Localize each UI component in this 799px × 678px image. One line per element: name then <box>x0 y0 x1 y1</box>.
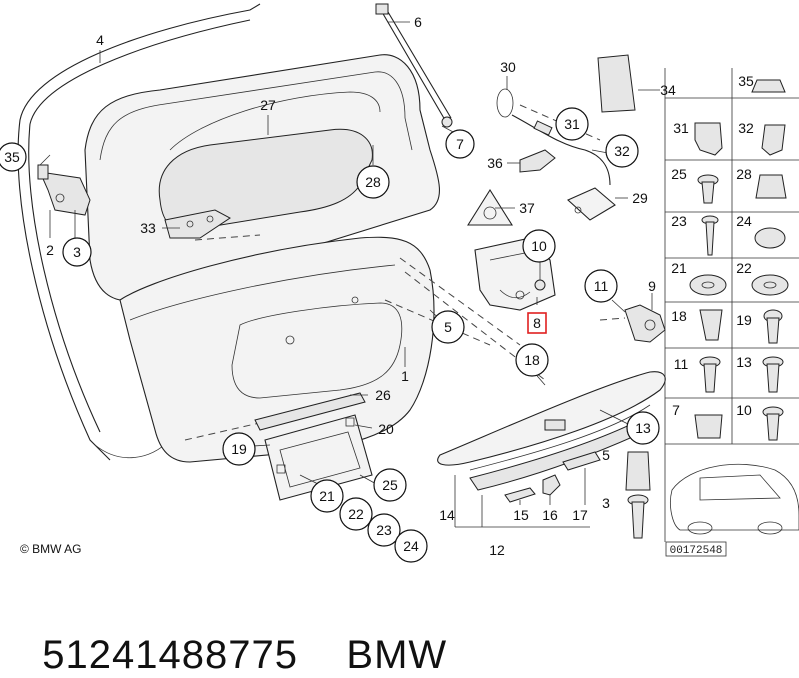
tailgate-seal <box>17 3 261 461</box>
warning-label-37 <box>467 188 513 226</box>
callout-33[interactable]: 33 <box>140 220 156 236</box>
svg-text:8: 8 <box>533 315 541 331</box>
bracket-33 <box>164 209 231 239</box>
gas-strut <box>375 3 453 128</box>
callout-34[interactable]: 34 <box>660 82 676 98</box>
part-17 <box>562 451 601 471</box>
svg-text:24: 24 <box>403 538 419 554</box>
svg-text:25: 25 <box>382 477 398 493</box>
grid-label-13: 13 <box>736 354 752 370</box>
callout-22[interactable]: 22 <box>339 497 373 531</box>
svg-text:28: 28 <box>365 174 381 190</box>
callout-1[interactable]: 1 <box>401 368 409 384</box>
callout-35[interactable]: 35 <box>0 142 27 172</box>
grid-label-19: 19 <box>736 312 752 328</box>
callout-20[interactable]: 20 <box>378 421 394 437</box>
callout-2[interactable]: 2 <box>46 242 54 258</box>
grid-label-18: 18 <box>671 308 687 324</box>
callout-18[interactable]: 18 <box>515 343 549 377</box>
copyright: © BMW AG <box>20 542 82 556</box>
callout-6[interactable]: 6 <box>414 14 422 30</box>
grid-label-31: 31 <box>673 120 689 136</box>
callout-32[interactable]: 32 <box>605 134 639 168</box>
grid-label-28: 28 <box>736 166 752 182</box>
svg-text:21: 21 <box>319 488 335 504</box>
grid-label-10: 10 <box>736 402 752 418</box>
callout-30[interactable]: 30 <box>500 59 516 75</box>
brand-name: BMW <box>346 633 448 677</box>
callout-37[interactable]: 37 <box>519 200 535 216</box>
callout-11[interactable]: 11 <box>584 269 618 303</box>
grid-label-5: 5 <box>602 447 610 463</box>
license-bracket-20 <box>264 414 373 501</box>
car-thumbnail <box>670 463 799 535</box>
callout-17[interactable]: 17 <box>572 507 588 523</box>
callout-9[interactable]: 9 <box>648 278 656 294</box>
part-number: 51241488775 <box>42 633 298 677</box>
grid-label-3: 3 <box>602 495 610 511</box>
svg-text:13: 13 <box>635 420 651 436</box>
callout-7[interactable]: 7 <box>445 129 475 159</box>
pad-34 <box>597 54 636 113</box>
handle-trim <box>437 371 666 491</box>
svg-text:35: 35 <box>4 149 20 165</box>
hinge-assembly <box>37 164 91 216</box>
grid-label-32: 32 <box>738 120 754 136</box>
callout-26[interactable]: 26 <box>375 387 391 403</box>
callout-23[interactable]: 23 <box>367 513 401 547</box>
clip-36 <box>519 149 556 173</box>
callout-8-highlighted[interactable]: 8 <box>527 312 547 334</box>
callout-27[interactable]: 27 <box>260 97 276 113</box>
callout-5[interactable]: 5 <box>431 310 465 344</box>
callout-29[interactable]: 29 <box>632 190 648 206</box>
release-cable <box>496 88 611 186</box>
diagram-id-box: 00172548 <box>665 541 727 557</box>
svg-text:5: 5 <box>444 319 452 335</box>
bracket-9 <box>599 304 666 343</box>
svg-text:10: 10 <box>531 238 547 254</box>
callout-24[interactable]: 24 <box>394 529 428 563</box>
grid-label-35: 35 <box>738 73 754 89</box>
part-15 <box>504 487 536 503</box>
part-16 <box>542 474 561 496</box>
svg-text:7: 7 <box>456 136 464 152</box>
grid-label-23: 23 <box>671 213 687 229</box>
callout-10[interactable]: 10 <box>522 229 556 263</box>
svg-text:00172548: 00172548 <box>670 545 723 557</box>
svg-text:3: 3 <box>73 244 81 260</box>
callout-36[interactable]: 36 <box>487 155 503 171</box>
footer-part-number: 51241488775 BMW <box>18 588 447 678</box>
switch-29 <box>567 187 616 221</box>
callout-12[interactable]: 12 <box>489 542 505 558</box>
callout-3[interactable]: 3 <box>62 237 92 267</box>
callout-19[interactable]: 19 <box>222 432 256 466</box>
grid-label-21: 21 <box>671 260 687 276</box>
grid-icons <box>625 79 789 539</box>
callout-16[interactable]: 16 <box>542 507 558 523</box>
svg-text:18: 18 <box>524 352 540 368</box>
svg-text:32: 32 <box>614 143 630 159</box>
svg-text:31: 31 <box>564 116 580 132</box>
svg-text:19: 19 <box>231 441 247 457</box>
parts-grid <box>664 68 799 542</box>
svg-text:11: 11 <box>594 278 609 294</box>
svg-text:23: 23 <box>376 522 392 538</box>
callout-15[interactable]: 15 <box>513 507 529 523</box>
grid-label-24: 24 <box>736 213 752 229</box>
svg-text:22: 22 <box>348 506 364 522</box>
callout-13[interactable]: 13 <box>626 411 660 445</box>
trim-strip-26 <box>254 392 366 431</box>
grid-label-22: 22 <box>736 260 752 276</box>
callout-14[interactable]: 14 <box>439 507 455 523</box>
callout-4[interactable]: 4 <box>96 32 104 48</box>
license-recess <box>231 302 403 399</box>
grid-label-7: 7 <box>672 402 680 418</box>
grid-label-25: 25 <box>671 166 687 182</box>
grid-label-11: 11 <box>674 356 689 372</box>
callout-21[interactable]: 21 <box>310 479 344 513</box>
callout-25[interactable]: 25 <box>373 468 407 502</box>
callout-31[interactable]: 31 <box>555 107 589 141</box>
callout-28[interactable]: 28 <box>356 165 390 199</box>
